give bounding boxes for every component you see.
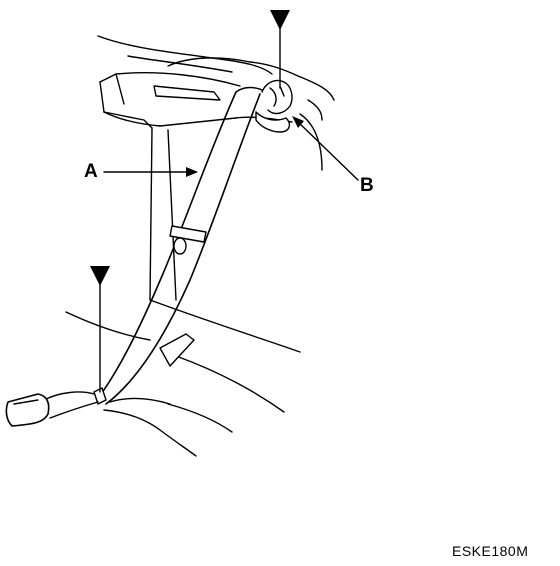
seat-cushion-outline — [65, 299, 301, 457]
arrowhead-a — [186, 167, 198, 177]
seat-back-outline — [97, 35, 335, 301]
upper-anchor-bolt — [255, 79, 293, 133]
belt-webbing — [97, 86, 267, 405]
callout-label-b: B — [360, 175, 374, 196]
bolt-marker-lower — [90, 266, 110, 286]
bolt-marker-upper — [270, 10, 290, 30]
tongue-holder — [159, 333, 195, 367]
figure-code: ESKE180M — [452, 543, 529, 559]
callout-label-a: A — [84, 161, 98, 182]
leader-line-b — [295, 119, 359, 181]
lower-anchor-and-buckle — [5, 387, 107, 427]
arrowhead-b — [292, 116, 304, 128]
